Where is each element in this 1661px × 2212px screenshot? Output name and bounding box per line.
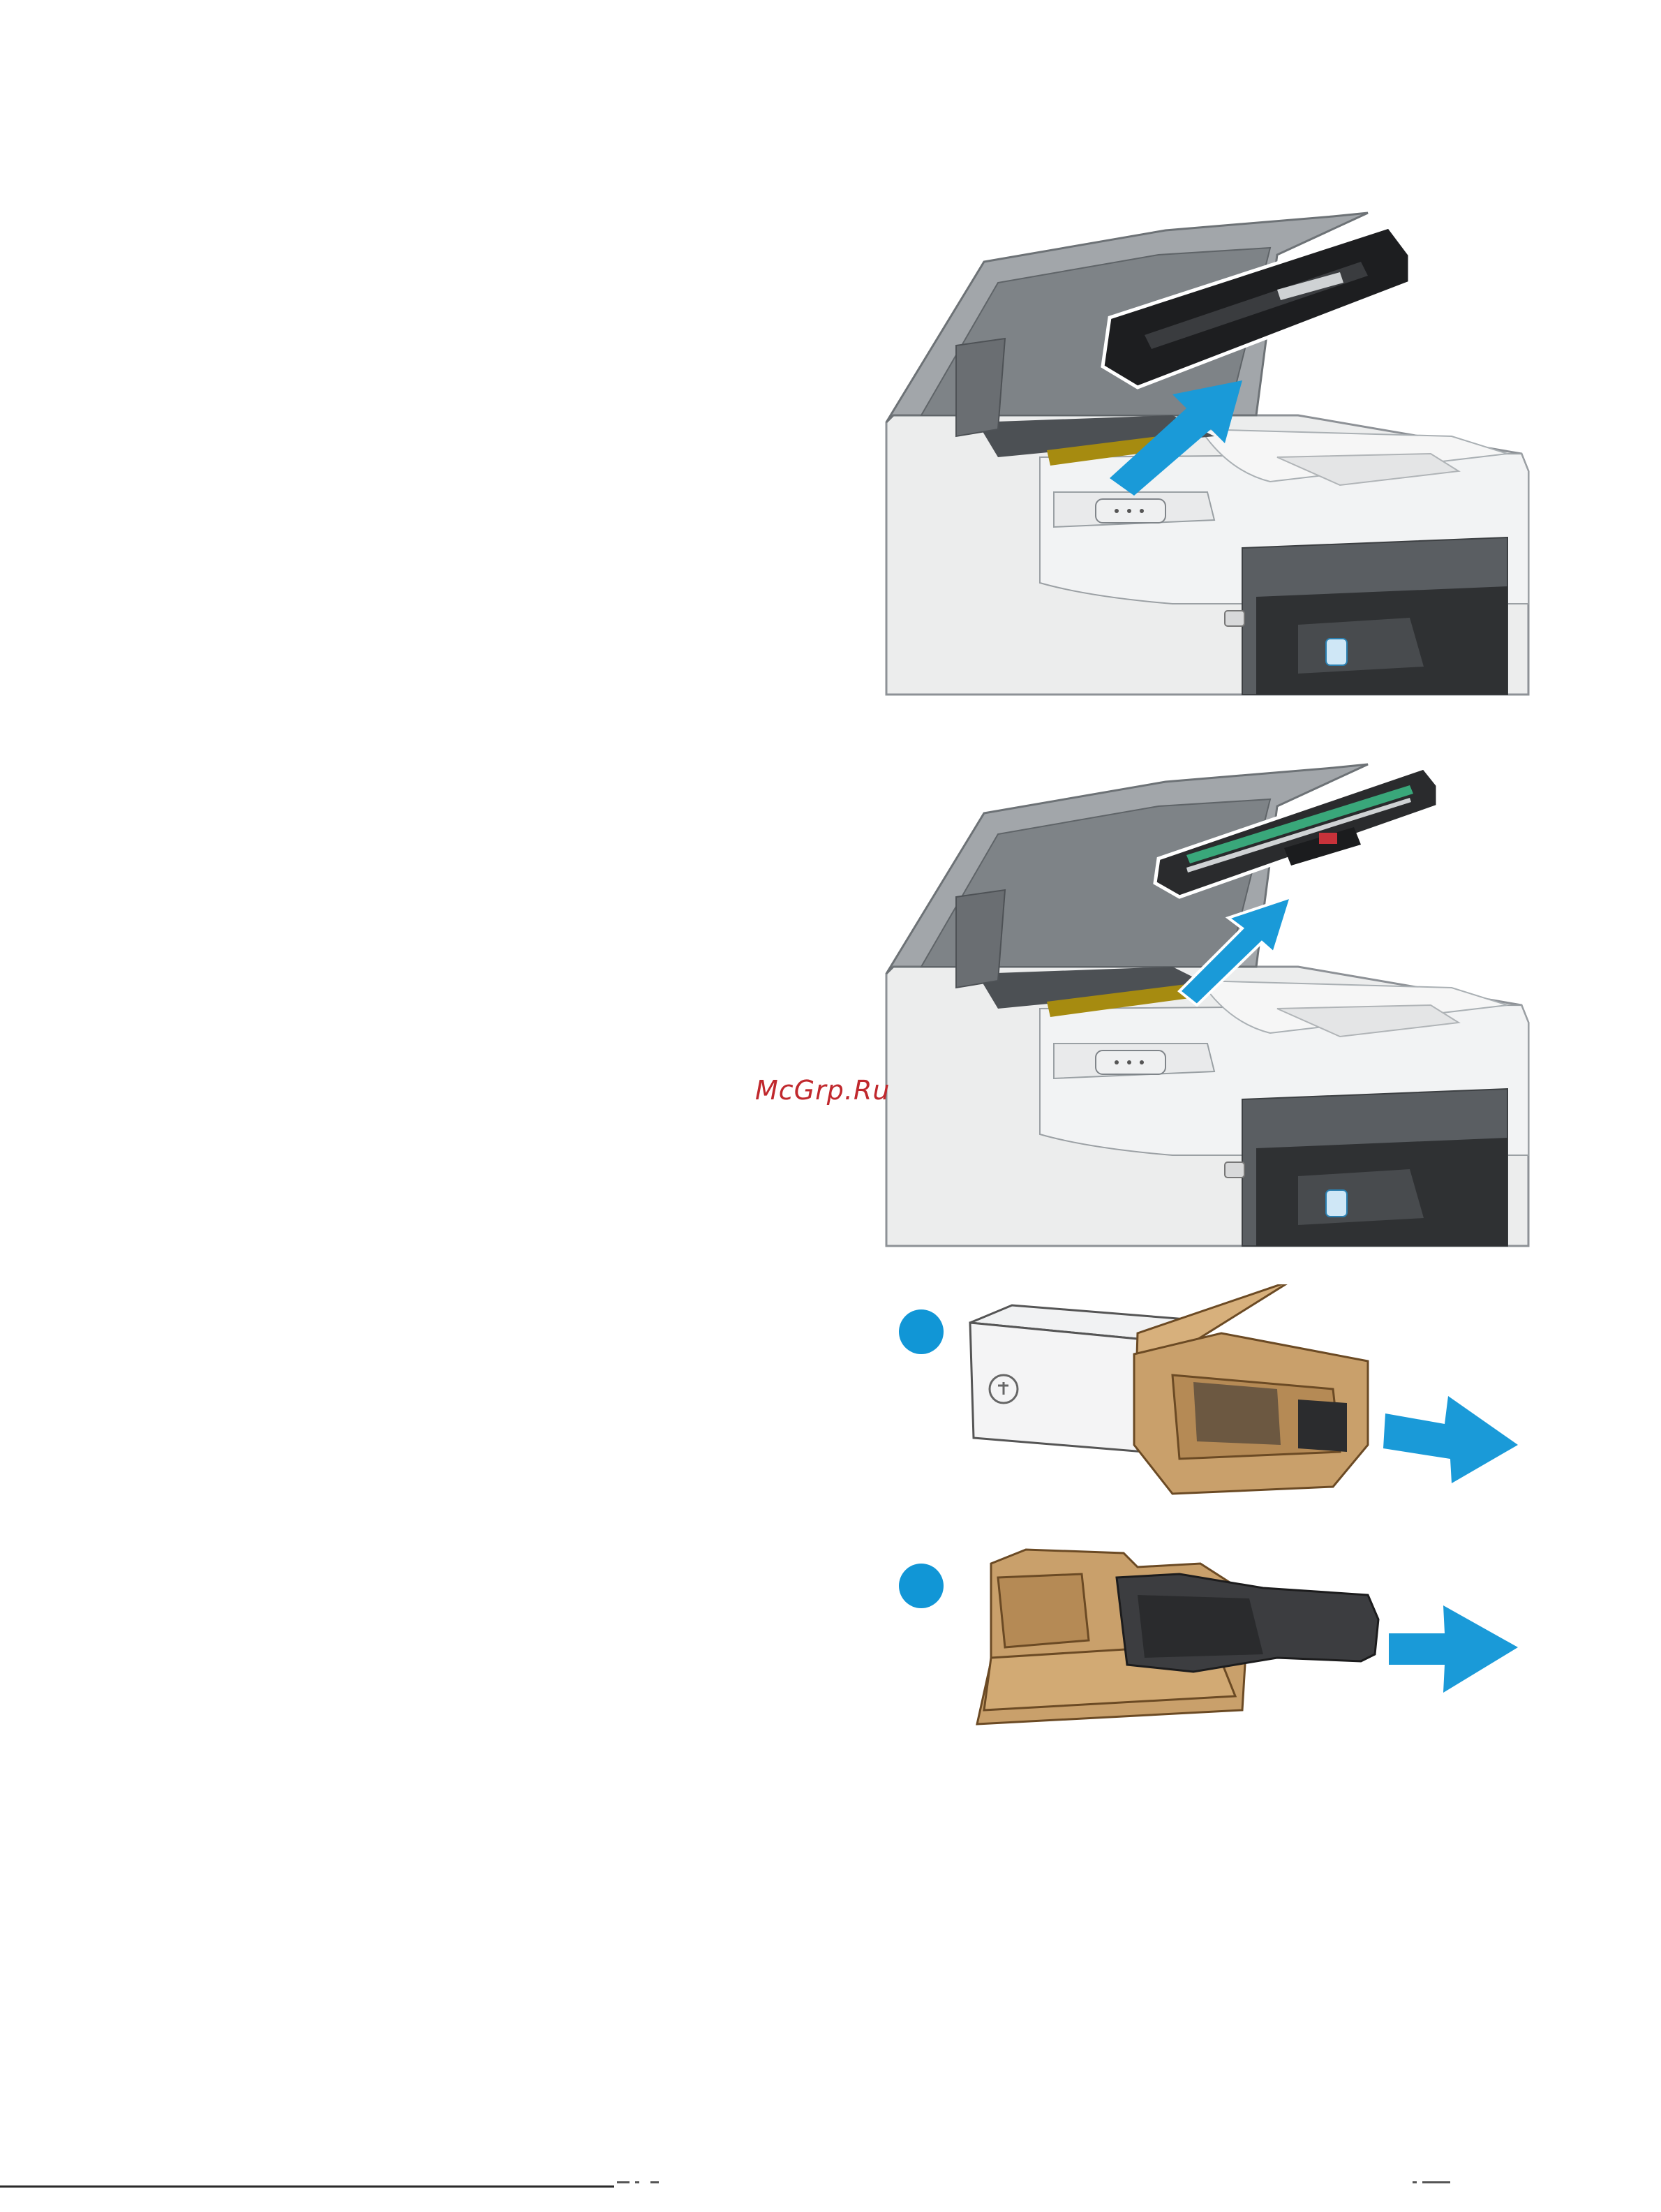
callout-dot-2-icon xyxy=(899,1564,944,1608)
imaging-drum-unit xyxy=(1117,1574,1378,1672)
cardboard-insert xyxy=(1134,1284,1368,1494)
footer-marks-left xyxy=(614,2179,677,2189)
callout-dot-1-icon xyxy=(899,1309,944,1354)
printer-body xyxy=(886,415,1528,695)
watermark-text: McGrp.Ru xyxy=(755,1075,890,1106)
packaging-illustration-2 xyxy=(886,1536,1535,1745)
packaging-illustration-1 xyxy=(886,1284,1535,1522)
printer-body xyxy=(886,967,1528,1246)
footer-rule xyxy=(0,2185,614,2188)
printer-illustration-2 xyxy=(879,757,1535,1253)
printer-illustration-1 xyxy=(879,206,1535,702)
slide-out-arrow-icon xyxy=(1389,1605,1518,1693)
footer-marks-right xyxy=(1410,2179,1466,2189)
pull-out-arrow-icon xyxy=(1383,1396,1518,1483)
